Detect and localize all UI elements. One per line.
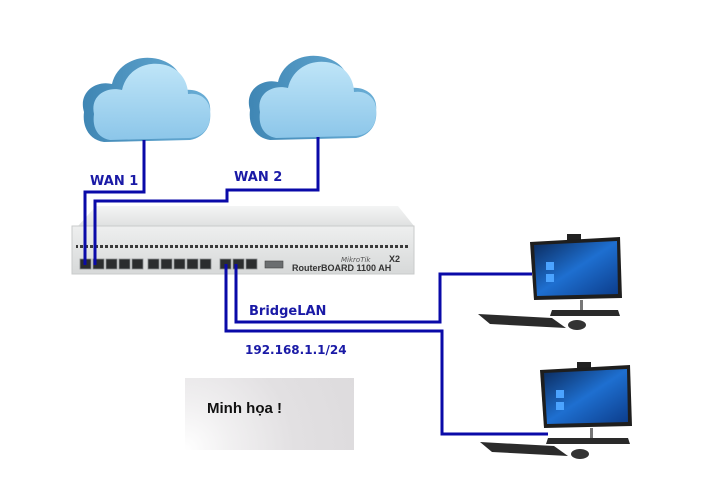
router-model-badge: X2 [389,254,400,264]
illustration-note: Minh họa ! [185,378,354,450]
ethernet-port [245,258,258,270]
ethernet-port [131,258,144,270]
console-port [264,260,284,269]
wan1-label: WAN 1 [90,174,138,189]
router-brand: MikroTik [341,256,371,264]
ethernet-port [147,258,160,270]
ethernet-port [173,258,186,270]
lan-cable-pc2 [224,264,548,436]
router-device: MikroTik X2 RouterBOARD 1100 AH [71,206,415,275]
wan2-label: WAN 2 [234,170,282,185]
computer-2-icon [480,362,632,459]
subnet-label: 192.168.1.1/24 [245,343,347,357]
router-ports [79,258,258,270]
router-model: RouterBOARD 1100 AH [292,263,391,273]
cloud-1-icon [82,57,211,142]
router-vents [76,245,410,250]
computer-1-icon [478,234,622,330]
bridge-label: BridgeLAN [249,304,326,319]
ethernet-port [232,258,245,270]
wan1-cable [83,140,146,265]
ethernet-port [118,258,131,270]
ethernet-port [160,258,173,270]
ethernet-port [92,258,105,270]
lan-cable-pc1 [234,264,532,324]
ethernet-port [186,258,199,270]
cloud-2-icon [248,55,377,140]
ethernet-port [105,258,118,270]
illustration-note-text: Minh họa ! [207,400,282,417]
wan2-cable [93,137,320,265]
ethernet-port [199,258,212,270]
